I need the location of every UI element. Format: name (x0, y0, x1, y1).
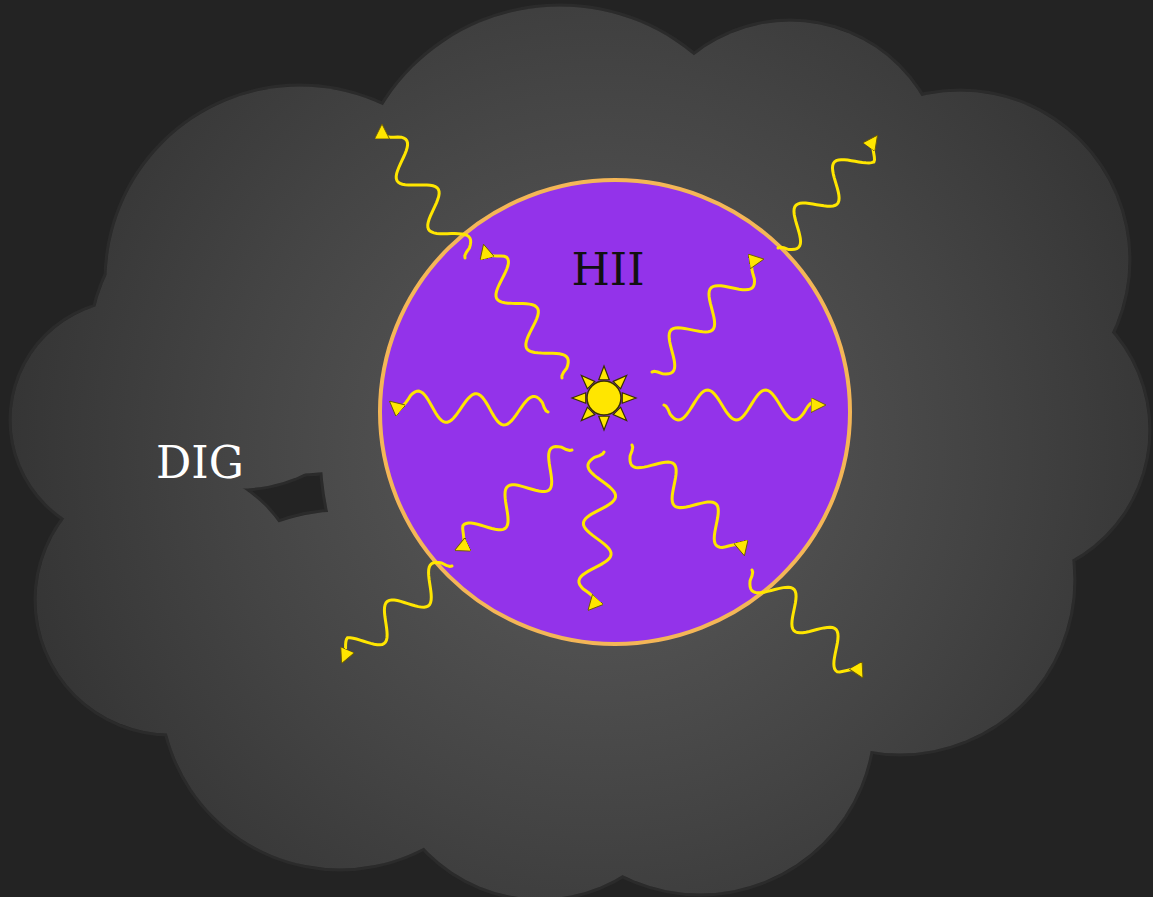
star-ray (622, 393, 636, 404)
star-ray (581, 407, 594, 420)
star-ray (572, 393, 586, 404)
photon-arrow (579, 452, 616, 606)
photon-arrow (664, 390, 820, 420)
star-disc (587, 381, 621, 415)
region-label: HII (571, 246, 644, 294)
photon-arrow (382, 130, 471, 258)
photon-arrow (778, 140, 875, 250)
star-ray (599, 416, 610, 430)
photon-arrow (485, 250, 568, 378)
star-ray (599, 366, 610, 380)
region-label: DIG (156, 439, 244, 487)
photon-arrow (394, 391, 548, 425)
photon-arrows (344, 130, 875, 673)
star-ray (613, 407, 626, 420)
star-ray (613, 375, 626, 388)
star-ray (581, 375, 594, 388)
photon-arrow (750, 570, 860, 673)
hii-region: HII (377, 177, 853, 647)
photon-arrow (630, 445, 743, 550)
photon-arrow (460, 447, 572, 548)
photon-arrow (652, 260, 758, 374)
star-symbol (572, 366, 636, 430)
photon-arrow (344, 562, 452, 658)
